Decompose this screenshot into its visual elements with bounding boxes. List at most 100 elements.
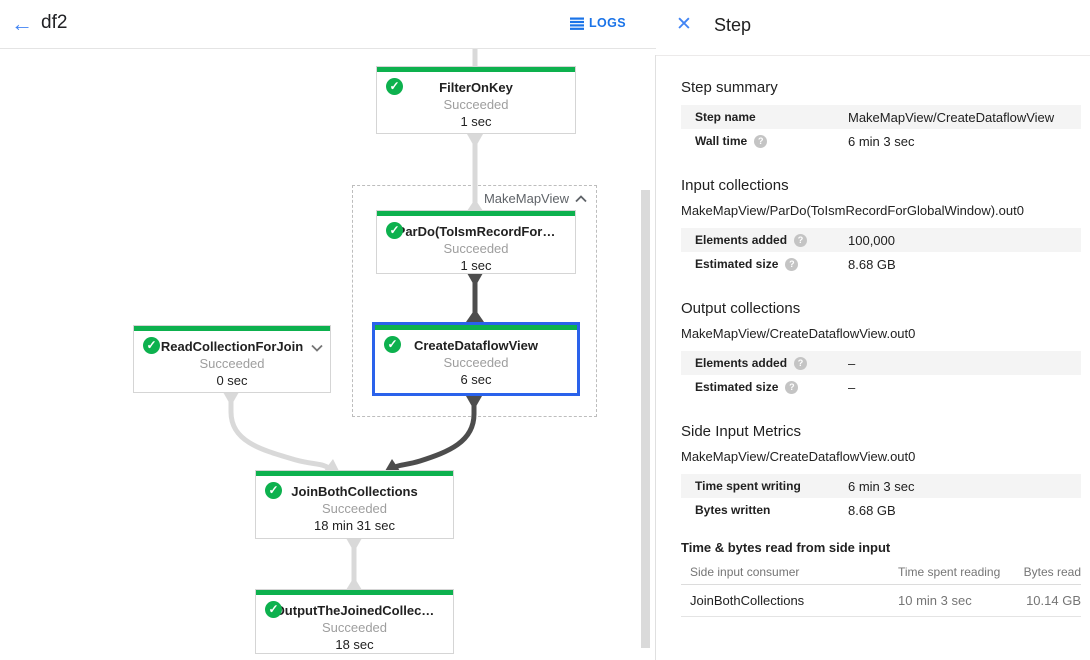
kv-value: 100,000 (848, 232, 895, 248)
cell-time: 10 min 3 sec (898, 593, 972, 608)
expand-node-button[interactable] (311, 339, 323, 357)
node-status-bar (377, 211, 575, 216)
kv-label-text: Elements added (695, 356, 788, 370)
kv-row-time-spent-writing: Time spent writing 6 min 3 sec (681, 474, 1081, 498)
success-check-icon: ✓ (143, 337, 160, 354)
kv-value: 8.68 GB (848, 502, 896, 518)
kv-value: – (848, 355, 856, 371)
kv-label-text: Step name (695, 110, 756, 124)
pane-divider (655, 55, 656, 660)
column-header-time: Time spent reading (898, 565, 1001, 579)
kv-label-text: Wall time (695, 134, 748, 148)
node-status-bar (377, 67, 575, 72)
kv-row-wall-time: Wall time ? 6 min 3 sec (681, 129, 1081, 153)
success-check-icon: ✓ (265, 482, 282, 499)
kv-row-elements-added: Elements added ? – (681, 351, 1081, 375)
help-icon[interactable]: ? (785, 257, 799, 271)
help-icon[interactable]: ? (785, 380, 799, 394)
input-collection-name: MakeMapView/ParDo(ToIsmRecordForGlobalWi… (681, 203, 1024, 218)
side-input-collection-name: MakeMapView/CreateDataflowView.out0 (681, 449, 916, 464)
kv-value: 8.68 GB (848, 256, 896, 272)
node-status: Succeeded (443, 355, 509, 370)
column-header-bytes: Bytes read (1023, 565, 1081, 579)
side-input-table-heading: Time & bytes read from side input (681, 540, 891, 555)
kv-value: MakeMapView/CreateDataflowView (848, 109, 1055, 125)
kv-row-bytes-written: Bytes written 8.68 GB (681, 498, 1081, 522)
node-status-bar (134, 326, 330, 331)
kv-value: 6 min 3 sec (848, 133, 915, 149)
node-time: 1 sec (460, 258, 492, 273)
job-title: df2 (41, 12, 68, 33)
panel-header: ✕ Step (656, 0, 1090, 56)
kv-row-elements-added: Elements added ? 100,000 (681, 228, 1081, 252)
chevron-up-icon (575, 194, 587, 202)
node-title: JoinBothCollections (291, 484, 418, 499)
kv-label-text: Time spent writing (695, 479, 801, 493)
success-check-icon: ✓ (384, 336, 401, 353)
close-icon[interactable]: ✕ (676, 14, 692, 35)
node-title: FilterOnKey (439, 80, 513, 95)
section-heading-input-collections: Input collections (681, 177, 789, 194)
step-node-pardo-toismrecord[interactable]: ✓ ParDo(ToIsmRecordFor… Succeeded 1 sec (376, 210, 576, 274)
success-check-icon: ✓ (386, 78, 403, 95)
kv-label-text: Elements added (695, 233, 788, 247)
success-check-icon: ✓ (265, 601, 282, 618)
group-label: MakeMapView (483, 191, 569, 206)
step-node-filteronkey[interactable]: ✓ FilterOnKey Succeeded 1 sec (376, 66, 576, 134)
kv-label-text: Estimated size (695, 257, 779, 271)
step-node-joinbothcollections[interactable]: ✓ JoinBothCollections Succeeded 18 min 3… (255, 470, 454, 539)
column-header-consumer: Side input consumer (690, 565, 800, 579)
node-status-bar (256, 471, 453, 476)
node-time: 6 sec (460, 372, 492, 387)
side-input-table-header: Side input consumer Time spent reading B… (681, 560, 1081, 585)
node-title: ParDo(ToIsmRecordFor… (396, 224, 556, 239)
node-time: 0 sec (216, 373, 248, 388)
panel-title: Step (714, 15, 752, 35)
kv-row-estimated-size: Estimated size ? 8.68 GB (681, 252, 1081, 276)
node-status: Succeeded (321, 501, 388, 516)
kv-row-estimated-size: Estimated size ? – (681, 375, 1081, 399)
node-status: Succeeded (199, 356, 265, 371)
step-node-outputthejoinedcollection[interactable]: ✓ OutputTheJoinedCollec… Succeeded 18 se… (255, 589, 454, 654)
node-title: OutputTheJoinedCollec… (274, 603, 435, 618)
help-icon[interactable]: ? (754, 134, 768, 148)
kv-value: 6 min 3 sec (848, 478, 915, 494)
logs-button[interactable]: LOGS (569, 16, 626, 30)
step-detail-panel: ✕ Step Step summary Step name MakeMapVie… (656, 0, 1090, 660)
node-status-bar (256, 590, 453, 595)
panel-content: Step summary Step name MakeMapView/Creat… (656, 79, 1090, 617)
output-collection-name: MakeMapView/CreateDataflowView.out0 (681, 326, 916, 341)
table-row: JoinBothCollections 10 min 3 sec 10.14 G… (681, 585, 1081, 617)
graph-vertical-scrollbar[interactable] (641, 190, 650, 648)
node-title: CreateDataflowView (413, 338, 539, 353)
node-status: Succeeded (321, 620, 388, 635)
cell-consumer: JoinBothCollections (690, 593, 805, 608)
step-node-readcollectionforjoin[interactable]: ✓ ReadCollectionForJoin Succeeded 0 sec (133, 325, 331, 393)
kv-row-step-name: Step name MakeMapView/CreateDataflowView (681, 105, 1081, 129)
node-time: 18 min 31 sec (314, 518, 395, 533)
node-status-bar (375, 325, 577, 330)
kv-label-text: Bytes written (695, 503, 771, 517)
help-icon[interactable]: ? (794, 356, 808, 370)
node-status: Succeeded (443, 241, 509, 256)
node-time: 18 sec (335, 637, 374, 652)
job-toolbar: ← df2 LOGS (0, 0, 656, 49)
step-node-createdataflowview-selected[interactable]: ✓ CreateDataflowView Succeeded 6 sec (372, 322, 580, 396)
logs-list-icon (569, 17, 584, 30)
section-heading-side-input-metrics: Side Input Metrics (681, 423, 802, 440)
node-time: 1 sec (460, 114, 492, 129)
success-check-icon: ✓ (386, 222, 403, 239)
help-icon[interactable]: ? (794, 233, 808, 247)
chevron-down-icon (311, 344, 323, 352)
logs-button-label: LOGS (588, 16, 626, 30)
kv-label-text: Estimated size (695, 380, 779, 394)
back-icon[interactable]: ← (11, 11, 33, 36)
node-title: ReadCollectionForJoin (160, 339, 304, 354)
node-status: Succeeded (443, 97, 509, 112)
section-heading-output-collections: Output collections (681, 300, 801, 317)
job-graph-pane: ← df2 LOGS MakeMapView (0, 0, 656, 654)
cell-bytes: 10.14 GB (1026, 593, 1081, 608)
side-input-table: Side input consumer Time spent reading B… (681, 560, 1081, 617)
section-heading-step-summary: Step summary (681, 79, 778, 96)
group-header-makemapview[interactable]: MakeMapView (484, 191, 587, 206)
